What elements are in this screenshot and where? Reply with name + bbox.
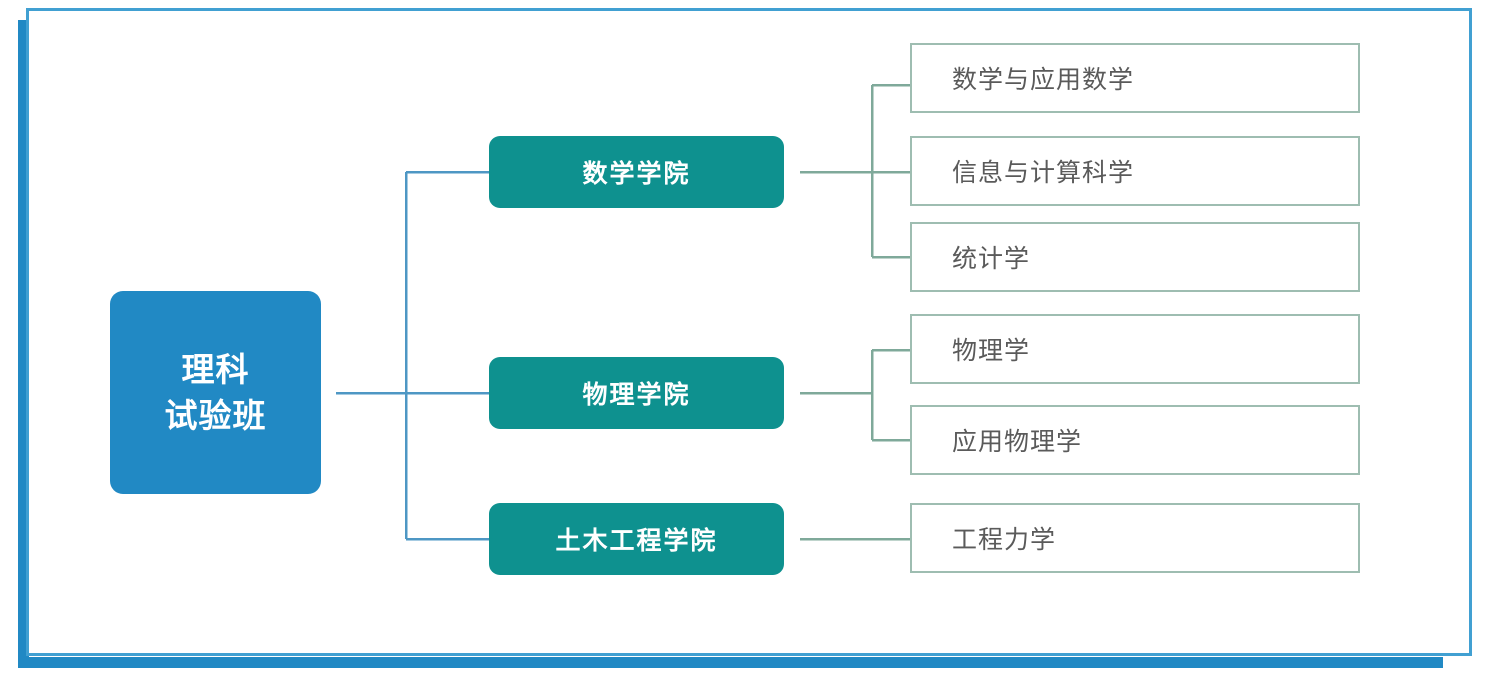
major-label: 物理学 <box>952 337 1031 365</box>
department-node-label: 土木工程学院 <box>555 527 718 555</box>
major-box[interactable]: 信息与计算科学 <box>910 136 1360 206</box>
department-node-civil-engineering[interactable]: 土木工程学院 <box>489 503 784 575</box>
major-label: 数学与应用数学 <box>952 66 1135 94</box>
frame-accent-bar-bottom <box>18 657 1443 668</box>
root-node[interactable]: 理科 试验班 <box>110 291 321 494</box>
frame-accent-bar-left <box>18 20 29 668</box>
major-box[interactable]: 应用物理学 <box>910 405 1360 475</box>
root-node-label: 理科 试验班 <box>165 347 267 438</box>
major-box[interactable]: 统计学 <box>910 222 1360 292</box>
department-node-physics[interactable]: 物理学院 <box>489 357 784 429</box>
root-node-label-line1: 理科 <box>181 350 250 388</box>
major-label: 应用物理学 <box>952 428 1083 456</box>
major-label: 工程力学 <box>952 526 1057 554</box>
root-node-label-line2: 试验班 <box>164 396 267 434</box>
department-node-mathematics[interactable]: 数学学院 <box>489 136 784 208</box>
major-label: 信息与计算科学 <box>952 159 1135 187</box>
major-label: 统计学 <box>952 245 1031 273</box>
major-box[interactable]: 数学与应用数学 <box>910 43 1360 113</box>
major-box[interactable]: 物理学 <box>910 314 1360 384</box>
department-node-label: 数学学院 <box>582 160 691 188</box>
frame-border <box>26 8 1472 656</box>
major-box[interactable]: 工程力学 <box>910 503 1360 573</box>
department-node-label: 物理学院 <box>582 381 691 409</box>
